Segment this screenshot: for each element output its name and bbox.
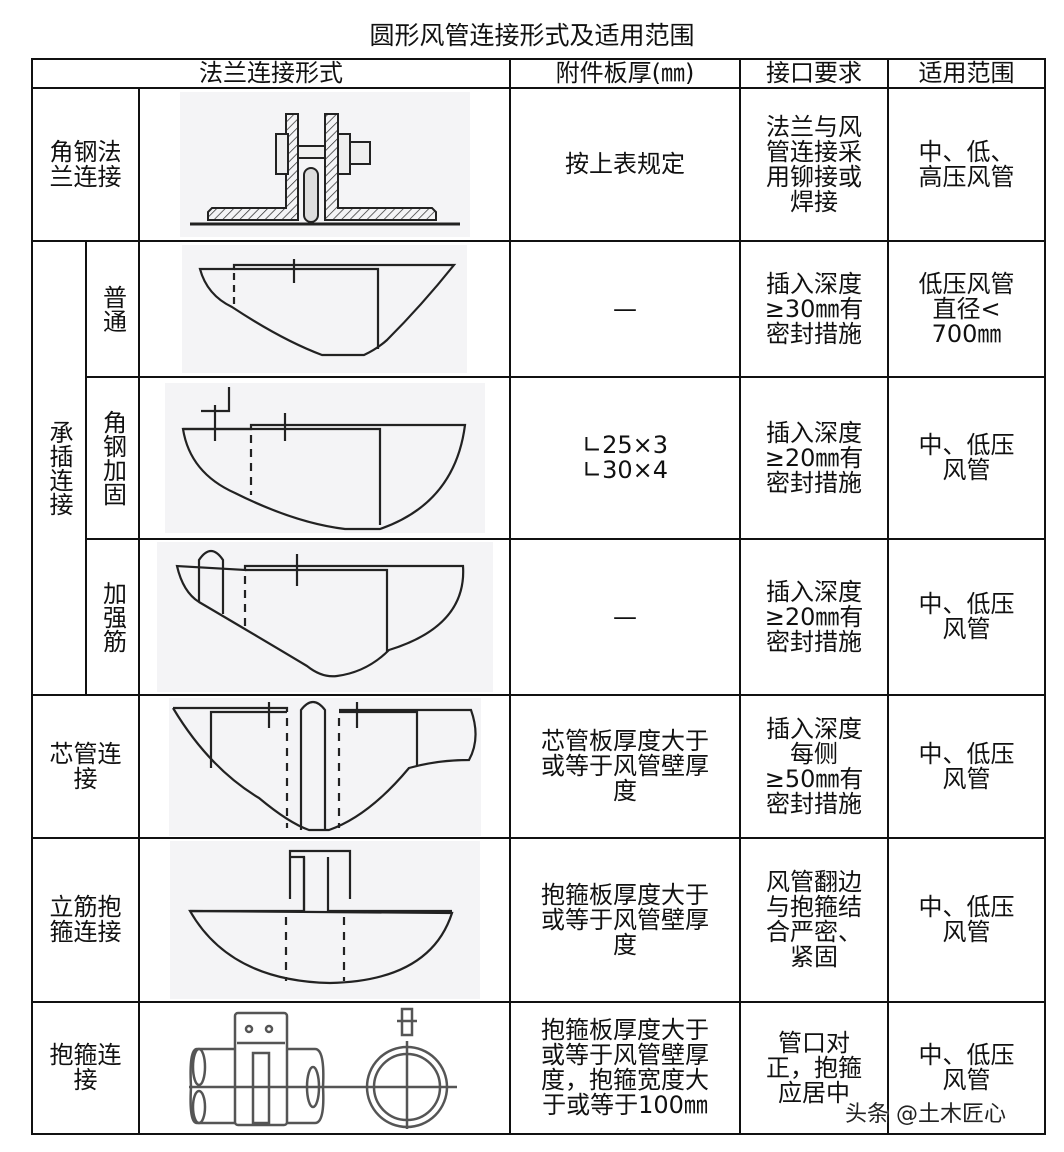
connection-forms-table: 法兰连接形式 附件板厚(㎜) 接口要求 适用范围 角钢法 兰连接 按上表规定 法… bbox=[30, 58, 1047, 1135]
row-requirement: 法兰与风 管连接采 用铆接或 焊接 bbox=[766, 112, 863, 216]
table-row: 立筋抱 箍连接 抱箍板厚度大于 或等于风管壁厚 度 风管翻边 与抱箍结 合严密、… bbox=[31, 837, 1047, 1003]
angle-steel-flange-diagram bbox=[179, 92, 470, 237]
table-row: 加强筋 — 插入深度 ≥20㎜有 密封措施 中、低压 风管 bbox=[32, 538, 1047, 696]
group-label-socket: 承插连接 bbox=[45, 420, 73, 516]
row-thickness: 抱箍板厚度大于 或等于风管壁厚 度，抱箍宽度大 于或等于100㎜ bbox=[541, 1016, 710, 1119]
clamp-connection-diagram bbox=[184, 1007, 465, 1129]
socket-rib-reinforced-diagram bbox=[156, 542, 493, 692]
row-name: 芯管连 接 bbox=[49, 739, 122, 793]
row-thickness: 抱箍板厚度大于 或等于风管壁厚 度 bbox=[541, 880, 710, 959]
row-name: 角钢加固 bbox=[98, 410, 127, 506]
row-requirement: 插入深度 每侧 ≥50㎜有 密封措施 bbox=[764, 714, 864, 818]
table-header-row: 法兰连接形式 附件板厚(㎜) 接口要求 适用范围 bbox=[30, 58, 1047, 89]
header-scope: 适用范围 bbox=[887, 58, 1047, 89]
header-thickness: 附件板厚(㎜) bbox=[509, 58, 742, 89]
core-pipe-diagram bbox=[168, 697, 481, 836]
row-thickness: — bbox=[613, 602, 638, 631]
row-thickness: 按上表规定 bbox=[565, 150, 686, 178]
table-row: 抱箍连 接 bbox=[31, 1001, 1047, 1135]
socket-ordinary-diagram bbox=[182, 245, 468, 373]
row-name: 角钢法 兰连接 bbox=[49, 137, 122, 191]
row-requirement: 插入深度 ≥20㎜有 密封措施 bbox=[764, 577, 864, 656]
watermark: 头条 @土木匠心 bbox=[845, 1102, 1006, 1127]
socket-angle-reinforced-diagram bbox=[164, 383, 485, 533]
row-requirement: 插入深度 ≥20㎜有 密封措施 bbox=[764, 418, 864, 497]
table-row: 承插连接 普通 — 插入深度 ≥30㎜有 密封措施 低压风管 直径< 700㎜ bbox=[31, 240, 1047, 696]
header-form: 法兰连接形式 bbox=[30, 58, 512, 89]
row-scope: 低压风管 直径< 700㎜ bbox=[918, 269, 1015, 348]
row-name: 立筋抱 箍连接 bbox=[49, 893, 122, 946]
table-row: 角钢法 兰连接 按上表规定 法兰与风 管连接采 用铆接或 焊接 中、低、 高压风… bbox=[31, 87, 1047, 242]
header-requirement: 接口要求 bbox=[739, 58, 890, 89]
table-row: 角钢加固 ∟25×3 ∟30×4 插入深度 ≥20㎜有 密封措施 中、低压 风管 bbox=[32, 376, 1047, 540]
row-scope: 中、低压 风管 bbox=[918, 590, 1015, 643]
row-requirement: 插入深度 ≥30㎜有 密封措施 bbox=[764, 269, 864, 348]
row-scope: 中、低、 高压风管 bbox=[918, 137, 1015, 191]
table-row: 芯管连 接 芯管板厚度大于 或等于风管壁厚 度 插入深度 每侧 ≥50㎜有 密封… bbox=[31, 694, 1047, 839]
row-scope: 中、低压 风管 bbox=[918, 431, 1015, 484]
row-scope: 中、低压 风管 bbox=[918, 739, 1015, 793]
row-name: 加强筋 bbox=[98, 581, 127, 653]
row-requirement: 管口对 正，抱箍 应居中 bbox=[766, 1028, 863, 1107]
page-title: 圆形风管连接形式及适用范围 bbox=[369, 21, 695, 50]
row-name: 抱箍连 接 bbox=[49, 1041, 122, 1094]
row-scope: 中、低压 风管 bbox=[918, 1041, 1015, 1094]
row-thickness: 芯管板厚度大于 或等于风管壁厚 度 bbox=[541, 727, 710, 805]
row-requirement: 风管翻边 与抱箍结 合严密、 紧固 bbox=[766, 868, 863, 971]
row-scope: 中、低压 风管 bbox=[918, 893, 1015, 946]
standing-rib-clamp-diagram bbox=[169, 841, 480, 999]
row-thickness: ∟25×3 ∟30×4 bbox=[582, 431, 669, 484]
row-name: 普通 bbox=[98, 285, 127, 333]
row-thickness: — bbox=[613, 294, 638, 323]
